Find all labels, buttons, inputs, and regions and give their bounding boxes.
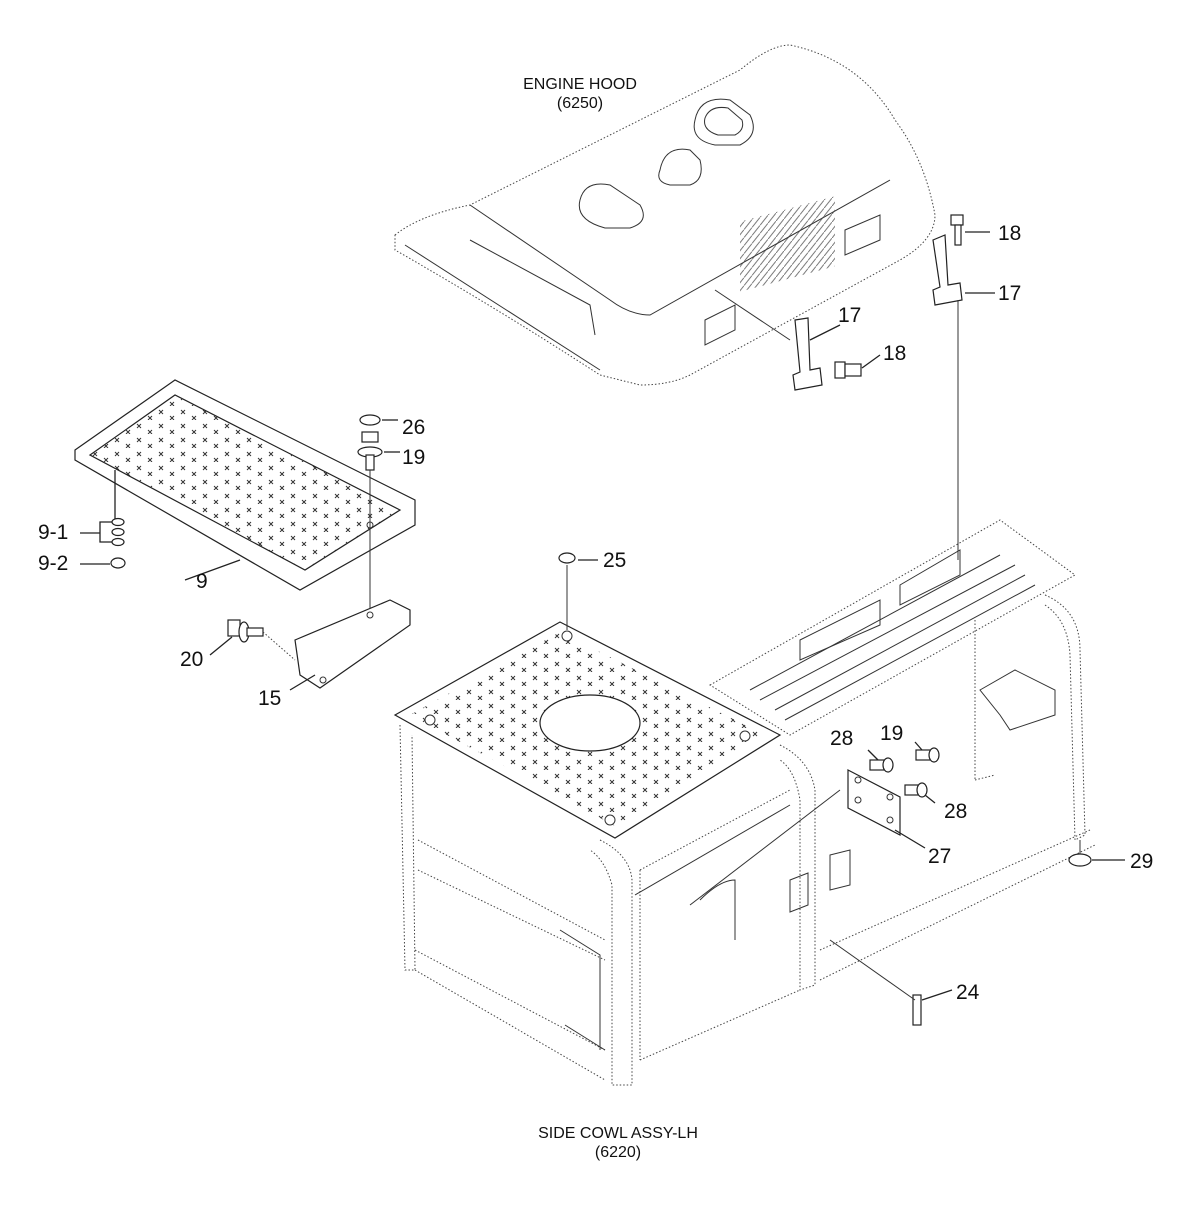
callout-19-right: 19 xyxy=(880,722,903,745)
engine-hood-ref: (6250) xyxy=(557,95,603,112)
callout-28-lower: 28 xyxy=(944,800,967,823)
callout-17-right: 17 xyxy=(998,282,1021,305)
callout-20: 20 xyxy=(180,648,203,671)
callout-28-upper: 28 xyxy=(830,727,853,750)
bolt-20 xyxy=(209,619,296,661)
callout-24: 24 xyxy=(956,981,980,1004)
callout-26: 26 xyxy=(402,416,425,439)
callout-9-1: 9-1 xyxy=(38,521,68,544)
step-plate xyxy=(74,379,416,591)
side-cowl-assembly xyxy=(393,519,1096,1086)
callout-19-left: 19 xyxy=(402,446,425,469)
hood-latch-center xyxy=(792,317,881,391)
bolt-19-washer-26 xyxy=(357,414,400,620)
callout-18-top: 18 xyxy=(998,222,1021,245)
callout-27: 27 xyxy=(928,845,951,868)
washer-29 xyxy=(1068,840,1125,867)
side-cowl-title: SIDE COWL ASSY-LH xyxy=(538,1125,698,1142)
callout-9: 9 xyxy=(196,570,208,593)
washers-9-1-9-2 xyxy=(80,517,126,569)
washer-25 xyxy=(558,552,598,630)
callout-17-center: 17 xyxy=(838,304,861,327)
engine-hood xyxy=(394,44,936,386)
callout-18-center: 18 xyxy=(883,342,906,365)
hood-latch-right xyxy=(932,214,995,560)
plate-27 xyxy=(847,769,926,849)
callout-29: 29 xyxy=(1130,850,1153,873)
side-cowl-ref: (6220) xyxy=(595,1144,641,1161)
bolts-28-19 xyxy=(867,741,940,804)
callout-25: 25 xyxy=(603,549,626,572)
bracket-15 xyxy=(289,599,411,691)
callout-9-2: 9-2 xyxy=(38,552,68,575)
clip-24 xyxy=(829,939,953,1026)
engine-hood-title: ENGINE HOOD xyxy=(523,76,637,93)
callout-15: 15 xyxy=(258,687,281,710)
